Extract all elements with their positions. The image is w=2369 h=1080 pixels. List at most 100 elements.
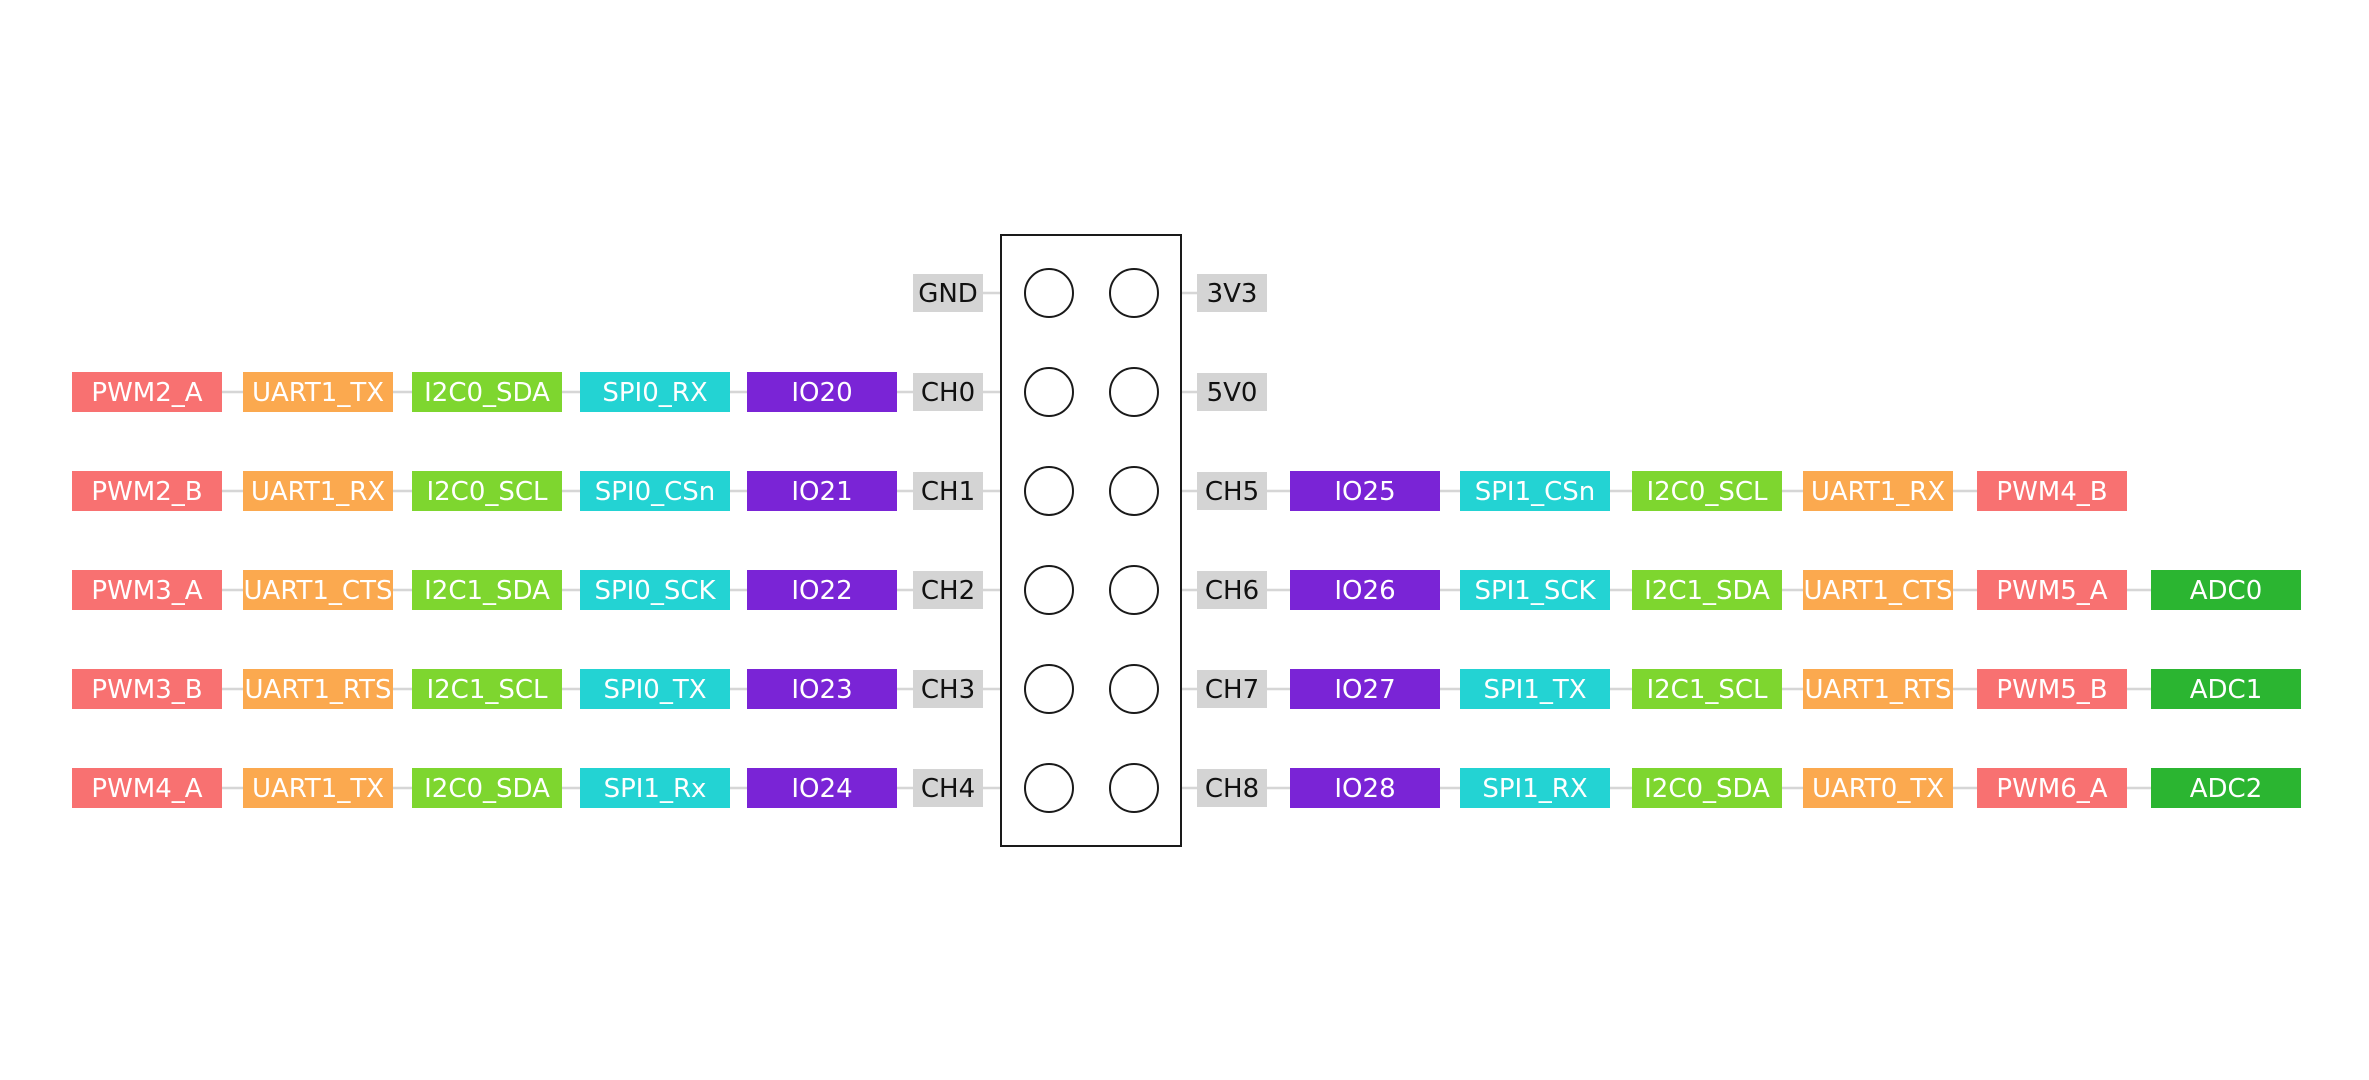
pin-label-ch6: CH6 (1197, 571, 1267, 609)
io-label-io25-box (1290, 471, 1440, 511)
spi-label-spi1-rx-text: SPI1_RX (1482, 774, 1587, 804)
uart-label-uart1-rts: UART1_RTS (243, 669, 393, 709)
pwm-label-pwm4-b-text: PWM4_B (1996, 477, 2107, 507)
i2c-label-i2c0-scl-box (412, 471, 562, 511)
pwm-label-pwm3-b-text: PWM3_B (91, 675, 202, 705)
pwm-label-pwm5-b-text: PWM5_B (1996, 675, 2107, 705)
adc-label-adc1: ADC1 (2151, 669, 2301, 709)
pin-label-ch3-text: CH3 (921, 675, 975, 705)
io-label-io22-box (747, 570, 897, 610)
io-label-io26-box (1290, 570, 1440, 610)
pin-label-ch5: CH5 (1197, 472, 1267, 510)
adc-label-adc0-box (2151, 570, 2301, 610)
pwm-label-pwm6-a: PWM6_A (1977, 768, 2127, 808)
i2c-label-i2c0-sda-box (412, 372, 562, 412)
io-label-io20: IO20 (747, 372, 897, 412)
i2c-label-i2c1-sda-box (1632, 570, 1782, 610)
io-label-io24-box (747, 768, 897, 808)
pin-label-ch3: CH3 (913, 670, 983, 708)
uart-label-uart1-rx-box (1803, 471, 1953, 511)
pin-label-ch8-box (1197, 769, 1267, 807)
pwm-label-pwm5-a-text: PWM5_A (1996, 576, 2107, 606)
i2c-label-i2c1-sda: I2C1_SDA (1632, 570, 1782, 610)
uart-label-uart1-rx-text: UART1_RX (1811, 477, 1945, 507)
pin-label-5v0-text: 5V0 (1207, 378, 1258, 408)
io-label-io24-text: IO24 (791, 774, 852, 804)
pin-label-ch6-box (1197, 571, 1267, 609)
uart-label-uart1-rts-text: UART1_RTS (1805, 675, 1952, 705)
spi-label-spi0-csn-text: SPI0_CSn (595, 477, 716, 507)
pin-label-5v0: 5V0 (1197, 373, 1267, 411)
pin-label-ch1-box (913, 472, 983, 510)
uart-label-uart1-rx-text: UART1_RX (251, 477, 385, 507)
spi-label-spi0-rx: SPI0_RX (580, 372, 730, 412)
pwm-label-pwm2-b: PWM2_B (72, 471, 222, 511)
spi-label-spi1-sck-text: SPI1_SCK (1474, 576, 1596, 606)
io-label-io28-box (1290, 768, 1440, 808)
spi-label-spi0-csn: SPI0_CSn (580, 471, 730, 511)
adc-label-adc1-box (2151, 669, 2301, 709)
i2c-label-i2c1-scl-box (1632, 669, 1782, 709)
i2c-label-i2c1-scl-box (412, 669, 562, 709)
spi-label-spi1-sck-box (1460, 570, 1610, 610)
i2c-label-i2c1-sda-text: I2C1_SDA (424, 576, 550, 606)
uart-label-uart1-cts-text: UART1_CTS (1804, 576, 1953, 606)
pwm-label-pwm2-a-box (72, 372, 222, 412)
uart-label-uart1-rx: UART1_RX (243, 471, 393, 511)
pin-label-3v3: 3V3 (1197, 274, 1267, 312)
pin-label-ch1: CH1 (913, 472, 983, 510)
adc-label-adc2-text: ADC2 (2190, 774, 2263, 804)
io-label-io28-text: IO28 (1334, 774, 1395, 804)
pwm-label-pwm4-b-box (1977, 471, 2127, 511)
uart-label-uart1-cts-text: UART1_CTS (244, 576, 393, 606)
i2c-label-i2c1-sda: I2C1_SDA (412, 570, 562, 610)
i2c-label-i2c0-sda: I2C0_SDA (1632, 768, 1782, 808)
i2c-label-i2c0-scl-box (1632, 471, 1782, 511)
pwm-label-pwm3-a-text: PWM3_A (91, 576, 202, 606)
uart-label-uart1-tx-text: UART1_TX (252, 378, 384, 408)
uart-label-uart1-tx: UART1_TX (243, 768, 393, 808)
uart-label-uart1-cts-box (1803, 570, 1953, 610)
pin-label-ch0-box (913, 373, 983, 411)
pwm-label-pwm2-a: PWM2_A (72, 372, 222, 412)
header-pin-hole-left (1024, 367, 1074, 417)
spi-label-spi1-sck: SPI1_SCK (1460, 570, 1610, 610)
header-pin-hole-right (1109, 268, 1159, 318)
i2c-label-i2c0-scl-text: I2C0_SCL (1646, 477, 1768, 507)
spi-label-spi0-csn-box (580, 471, 730, 511)
pwm-label-pwm6-a-box (1977, 768, 2127, 808)
pin-label-ch4: CH4 (913, 769, 983, 807)
io-label-io26-text: IO26 (1334, 576, 1395, 606)
pwm-label-pwm2-b-box (72, 471, 222, 511)
i2c-label-i2c0-sda-text: I2C0_SDA (424, 378, 550, 408)
spi-label-spi1-rx-box (1460, 768, 1610, 808)
pwm-label-pwm5-b-box (1977, 669, 2127, 709)
uart-label-uart1-rts-box (1803, 669, 1953, 709)
pin-label-ch0: CH0 (913, 373, 983, 411)
connector-lines (82, 291, 2291, 790)
uart-label-uart1-tx-box (243, 768, 393, 808)
i2c-label-i2c0-scl: I2C0_SCL (412, 471, 562, 511)
pin-label-ch2-box (913, 571, 983, 609)
pin-label-ch0-text: CH0 (921, 378, 975, 408)
pwm-label-pwm4-a: PWM4_A (72, 768, 222, 808)
io-label-io23-box (747, 669, 897, 709)
header-pin-hole-left (1024, 466, 1074, 516)
pin-label-ch7-box (1197, 670, 1267, 708)
i2c-label-i2c1-scl: I2C1_SCL (1632, 669, 1782, 709)
uart-label-uart1-cts-box (243, 570, 393, 610)
io-label-io22: IO22 (747, 570, 897, 610)
uart-label-uart0-tx: UART0_TX (1803, 768, 1953, 808)
pwm-label-pwm3-b-box (72, 669, 222, 709)
spi-label-spi0-sck-text: SPI0_SCK (594, 576, 716, 606)
pin-label-ch3-box (913, 670, 983, 708)
io-label-io23-text: IO23 (791, 675, 852, 705)
pin-label-ch5-text: CH5 (1205, 477, 1259, 507)
pin-label-ch1-text: CH1 (921, 477, 975, 507)
i2c-label-i2c0-sda-box (1632, 768, 1782, 808)
uart-label-uart0-tx-text: UART0_TX (1812, 774, 1944, 804)
pin-label-5v0-box (1197, 373, 1267, 411)
pwm-label-pwm5-a-box (1977, 570, 2127, 610)
pin-header-outline (1000, 234, 1182, 847)
